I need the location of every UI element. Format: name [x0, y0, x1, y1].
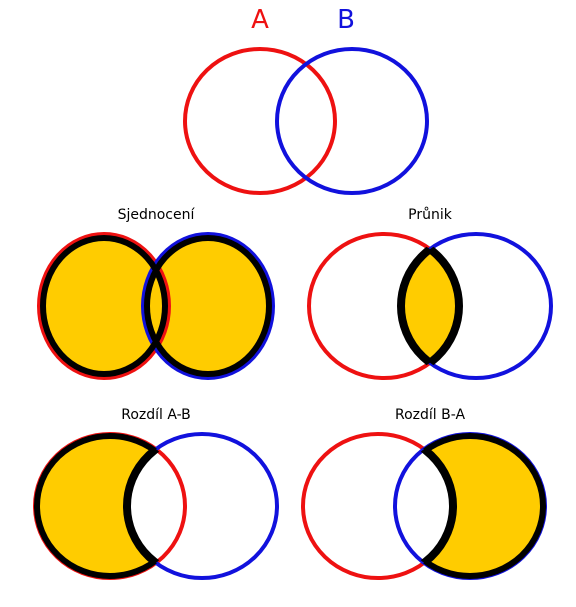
difference-b-a-panel: Rozdíl B-A — [301, 407, 547, 580]
difference-a-b-outline-outer — [34, 433, 186, 579]
difference-b-a-title: Rozdíl B-A — [395, 407, 465, 423]
difference-a-b-title: Rozdíl A-B — [121, 407, 191, 423]
union-outline-b — [144, 235, 272, 377]
set-b-label: B — [337, 5, 355, 35]
union-circle-a — [37, 232, 171, 380]
intersection-fill — [401, 234, 459, 378]
union-title: Sjednocení — [118, 207, 196, 223]
union-circle-b — [141, 232, 275, 380]
set-a-circle — [183, 47, 337, 195]
union-fill-b — [143, 234, 273, 378]
union-outline-a — [40, 235, 168, 377]
difference-b-a-outline-outer — [394, 433, 546, 579]
difference-a-b-fill — [35, 434, 185, 578]
set-b-circle — [275, 47, 429, 195]
set-a-label: A — [251, 5, 269, 35]
difference-a-b-panel: Rozdíl A-B — [33, 407, 279, 580]
difference-b-a-fill — [395, 434, 545, 578]
union-panel: Sjednocení — [37, 207, 275, 380]
intersection-title: Průnik — [408, 207, 453, 223]
intersection-panel: Průnik — [307, 207, 553, 380]
difference-a-b-outline-inner — [123, 434, 185, 578]
union-fill-a — [39, 234, 169, 378]
intersection-outline-a — [401, 234, 463, 378]
intersection-outline-b — [397, 234, 459, 378]
difference-b-a-outline-inner — [395, 434, 457, 578]
reference-venn: A B — [183, 5, 429, 195]
